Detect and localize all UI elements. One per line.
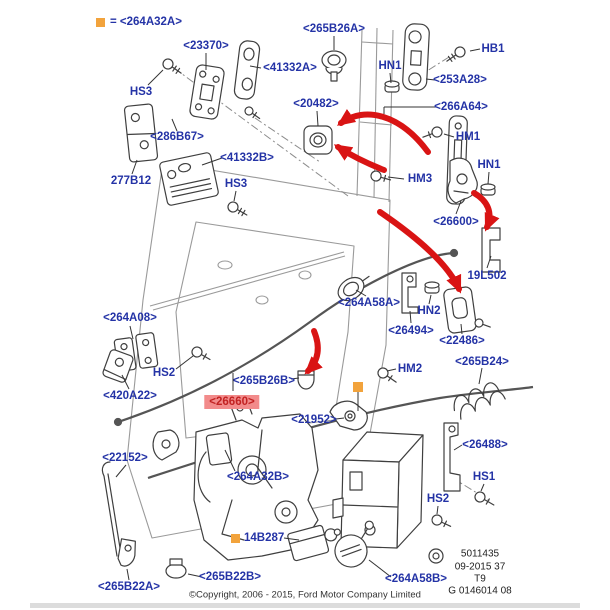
clip-265b26b-icon	[297, 370, 315, 390]
plate-ref-line: G 0146014 08	[448, 585, 512, 597]
label-26660-highlighted: <26660>	[204, 395, 260, 409]
red-pointer-arrows	[304, 108, 500, 375]
label-23370: <23370>	[183, 40, 229, 52]
latch-26600-icon	[447, 157, 478, 204]
screw-hs3-top-icon	[162, 58, 182, 74]
knob-264a58b-icon	[334, 520, 374, 568]
lock-module-drawing	[332, 431, 424, 549]
label-hm2: HM2	[397, 363, 423, 375]
label-20482: <20482>	[293, 98, 339, 110]
red-arrow-to-grommet-upper	[336, 108, 431, 155]
label-265b26b: <265B26B>	[232, 375, 296, 387]
label-21952: <21952>	[291, 414, 337, 426]
hinge-plate-23370-icon	[189, 64, 225, 120]
screw-hm1-icon	[422, 126, 443, 139]
loom-265b24-icon	[453, 382, 506, 420]
label-26488: <26488>	[462, 439, 508, 451]
rod-22152-icon	[101, 461, 122, 557]
label-hs2-left: HS2	[152, 367, 176, 379]
label-264a58a: <264A58A>	[337, 297, 401, 309]
label-19l502: 19L502	[467, 270, 507, 282]
plate-41332b-icon	[159, 152, 219, 206]
label-264a08: <264A08>	[103, 312, 157, 324]
red-arrow-to-22486	[377, 209, 462, 294]
label-hn2: HN2	[417, 305, 441, 317]
label-26600: <26600>	[433, 216, 479, 228]
label-hb1: HB1	[481, 43, 505, 55]
label-22486: <22486>	[439, 335, 485, 347]
label-265b22a: <265B22A>	[97, 581, 161, 593]
label-22152: <22152>	[102, 452, 148, 464]
label-253a28: <253A28>	[433, 74, 487, 86]
label-264a58b: <264A58B>	[384, 573, 448, 585]
label-hn1-right: HN1	[477, 159, 501, 171]
bumper-264a58a-icon	[337, 275, 370, 302]
plate-code-line: T9	[474, 573, 486, 585]
label-277b12: 277B12	[110, 175, 152, 187]
part-glyphs	[101, 23, 506, 579]
screw-22486-icon	[474, 318, 491, 328]
grommet-265b26a-icon	[321, 50, 347, 82]
legend-text: = <264A32A>	[110, 16, 182, 28]
screw-hm2-icon	[377, 367, 397, 383]
label-420a22: <420A22>	[103, 390, 157, 402]
plate-date-line: 09-2015 37	[454, 561, 506, 573]
label-266a64: <266A64>	[434, 101, 488, 113]
label-41332a: <41332A>	[263, 62, 317, 74]
check-arm-420a22-icon	[102, 349, 134, 383]
bellcrank-icon	[152, 429, 180, 461]
grommet-20482-icon	[303, 125, 333, 155]
label-hn1-top: HN1	[378, 60, 402, 72]
label-265b26a: <265B26A>	[302, 23, 366, 35]
label-hs3-top-left: HS3	[129, 86, 153, 98]
label-hm3: HM3	[407, 173, 433, 185]
label-14b287-text: 14B287	[244, 532, 285, 544]
copyright-text: ©Copyright, 2006 - 2015, Ford Motor Comp…	[189, 589, 421, 601]
red-arrow-to-19l502	[471, 190, 500, 232]
screw-hs1-icon	[474, 491, 495, 506]
label-41332b: <41332B>	[220, 152, 274, 164]
screw-hs3-mid-icon	[227, 201, 248, 217]
switch-14b287-icon	[287, 524, 341, 562]
label-264a32b: <264A32B>	[226, 471, 290, 483]
striker-plate-253a28-icon	[402, 23, 430, 91]
nut-hn1-top-icon	[384, 80, 400, 93]
screw-hb1-icon	[446, 46, 466, 62]
grommet-265b22b-icon	[165, 558, 187, 579]
legend-orange-square-icon	[96, 17, 105, 27]
gasket-22486-icon	[443, 286, 477, 334]
label-14b287: 14B287	[231, 532, 284, 544]
red-arrow-to-clip	[304, 328, 323, 375]
plate-number-line: 5011435	[460, 548, 500, 560]
screw-hs2-right-icon	[431, 514, 452, 528]
nut-hn2-icon	[424, 281, 440, 294]
bottom-divider	[30, 603, 580, 608]
screw-hs2-left-icon	[191, 346, 211, 361]
bracket-26494-icon	[401, 272, 419, 314]
label-265b24: <265B24>	[455, 356, 509, 368]
bracket-41332a-icon	[233, 40, 261, 100]
label-hs2-right: HS2	[426, 493, 450, 505]
screw-hm3-icon	[370, 170, 392, 182]
nut-hn1-right-icon	[480, 183, 496, 196]
pin-286b67-icon	[244, 106, 261, 120]
bracket-19l502-icon	[481, 227, 501, 273]
label-hm1: HM1	[455, 131, 481, 143]
label-286b67: <286B67>	[150, 131, 204, 143]
actuator-orange-square-icon	[353, 382, 363, 392]
cap-icon	[428, 548, 444, 564]
label-hs3-mid: HS3	[224, 178, 248, 190]
label-26494: <26494>	[388, 325, 434, 337]
legend: = <264A32A>	[96, 16, 182, 28]
hook-265b22a-icon	[117, 538, 136, 567]
label-265b22b: <265B22B>	[198, 571, 262, 583]
part-marker-orange-square-icon	[231, 533, 240, 543]
hinge-277b12-icon	[123, 103, 159, 163]
leader-lines	[115, 36, 492, 581]
label-hs1: HS1	[472, 471, 496, 483]
red-arrow-to-grommet-lower	[333, 144, 387, 173]
bracket-26488-icon	[443, 422, 461, 492]
